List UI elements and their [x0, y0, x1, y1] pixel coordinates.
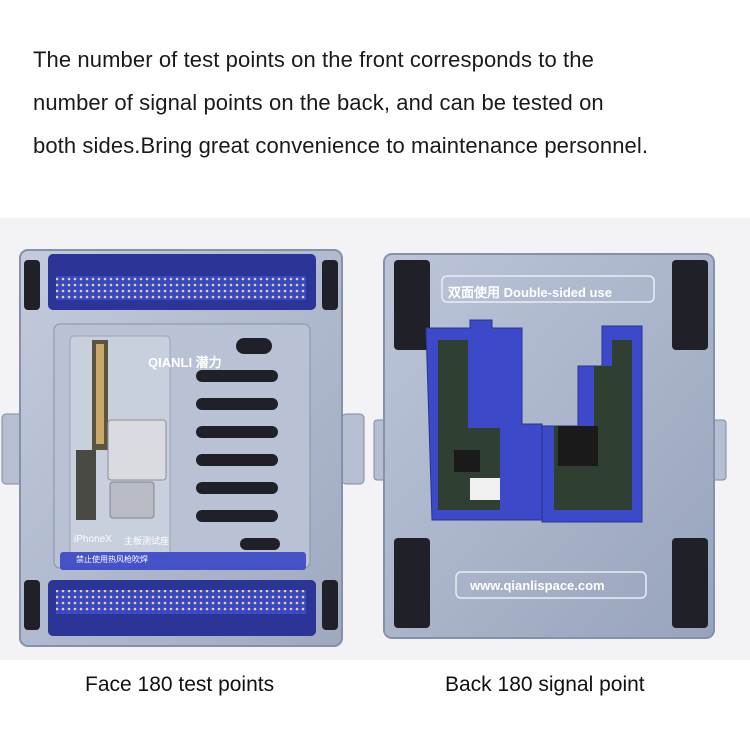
- warning-label: 禁止使用热风枪吹焊: [76, 555, 148, 564]
- headline-line-3: both sides.Bring great convenience to ma…: [33, 133, 649, 158]
- headline-line-2: number of signal points on the back, and…: [33, 90, 604, 115]
- back-fixture-image: 双面使用 Double-sided use www.qianlispace.co…: [372, 240, 744, 650]
- back-caption: Back 180 signal point: [445, 673, 645, 696]
- website-label: www.qianlispace.com: [470, 578, 605, 593]
- feature-label: 双面使用 Double-sided use: [448, 285, 612, 300]
- headline: The number of test points on the front c…: [33, 38, 733, 167]
- headline-line-1: The number of test points on the front c…: [33, 47, 594, 72]
- front-fixture-image: QIANLI 潜力 iPhoneX 主板测试座 禁止使用热风枪吹焊: [0, 240, 370, 650]
- brand-logo: QIANLI 潜力: [148, 355, 222, 370]
- model-label: iPhoneX: [74, 534, 112, 545]
- front-caption: Face 180 test points: [85, 673, 275, 696]
- model-sub-label: 主板测试座: [124, 536, 170, 546]
